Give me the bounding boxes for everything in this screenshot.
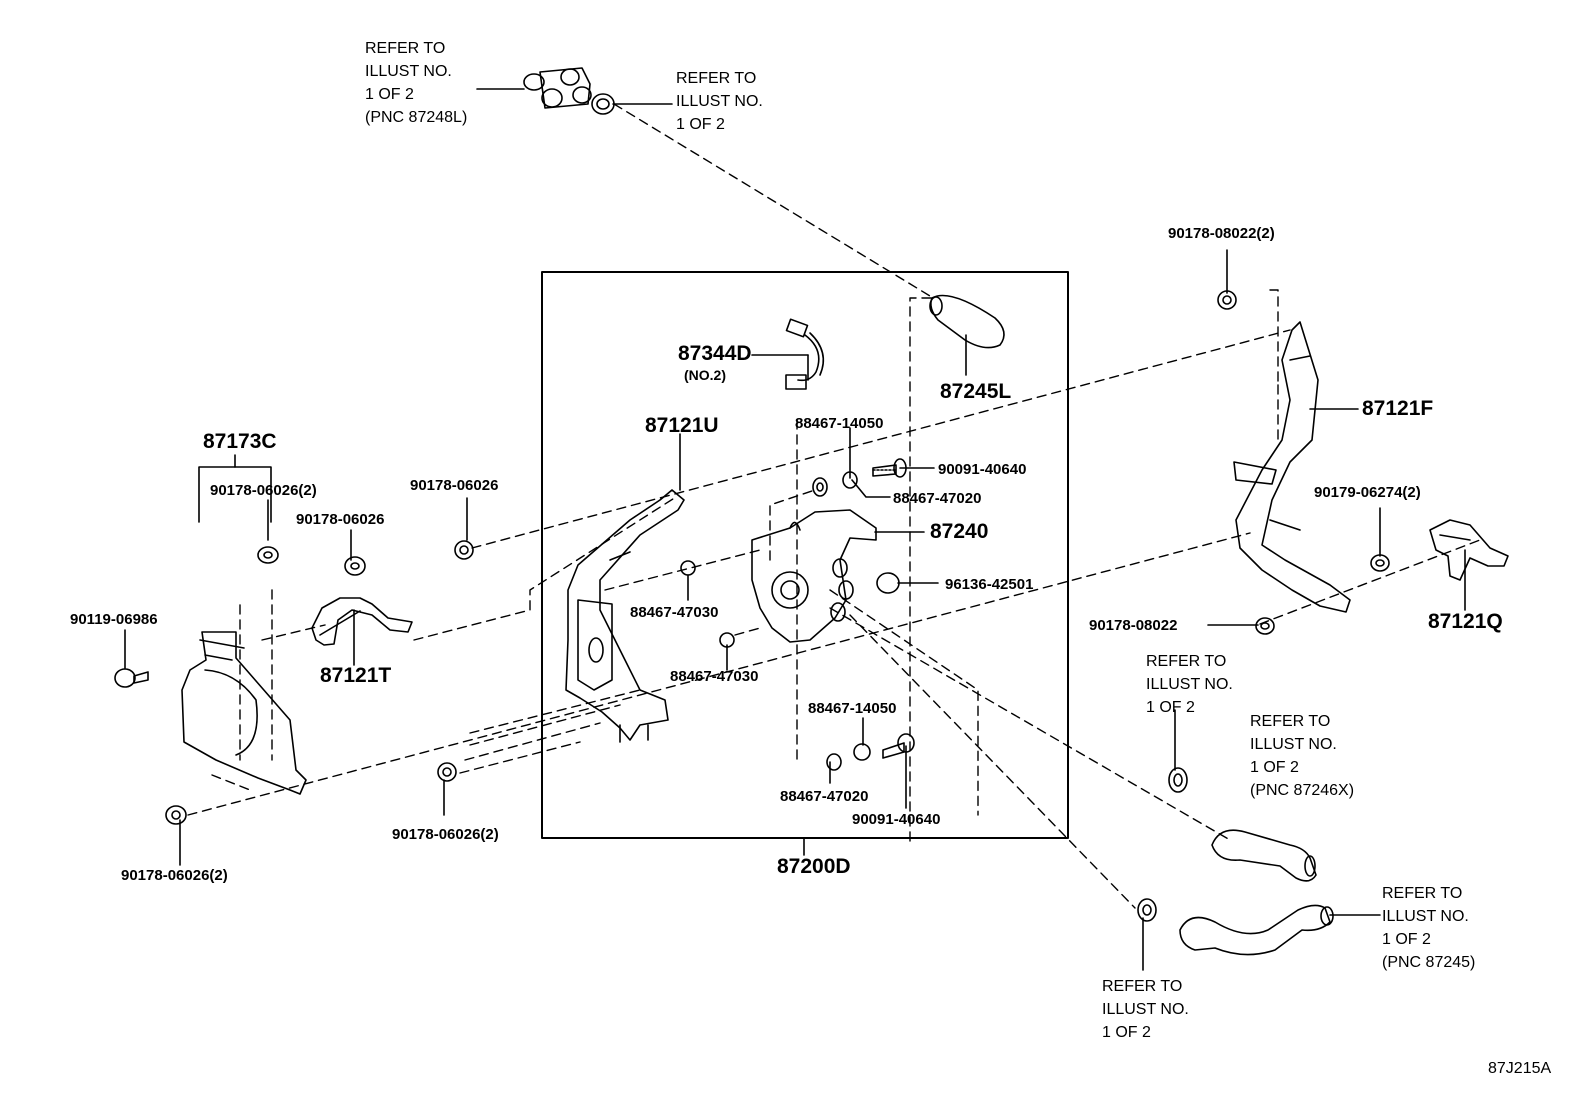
bracket-87121F-part [1233, 321, 1351, 613]
assembly-box [541, 271, 1069, 839]
hose-87246X-part [1211, 829, 1317, 882]
part-number-88467-47020-bottom: 88467-47020 [780, 788, 869, 805]
part-label-87121U: 87121U [645, 414, 719, 437]
part-number-88467-47020-top: 88467-47020 [893, 490, 982, 507]
part-number-90178-06026-2-bottom: 90178-06026(2) [121, 867, 228, 884]
part-label-87344D: 87344D [678, 342, 752, 365]
connector-87344D-part [785, 318, 825, 390]
part-number-90178-06026-mid: 90178-06026 [296, 511, 385, 528]
nut-parts-left [114, 540, 474, 825]
hose-87245L-part [929, 294, 1005, 349]
fastener-parts [680, 458, 915, 771]
part-number-88467-14050-top: 88467-14050 [795, 415, 884, 432]
part-number-90091-40640-top: 90091-40640 [938, 461, 1027, 478]
part-number-90119-06986: 90119-06986 [70, 611, 158, 628]
diagram-code: 87J215A [1488, 1060, 1552, 1077]
fitting-top-part [523, 67, 592, 109]
clamp-top-part [591, 93, 615, 115]
part-number-88467-47030-lower: 88467-47030 [670, 668, 759, 685]
part-number-90178-06026-top: 90178-06026 [410, 477, 499, 494]
part-number-90178-08022-2: 90178-08022(2) [1168, 225, 1275, 242]
part-number-88467-14050-bottom: 88467-14050 [808, 700, 897, 717]
cover-87173C-part [181, 631, 307, 795]
part-number-90178-06026-2-center: 90178-06026(2) [392, 826, 499, 843]
clamp-right-parts [1137, 767, 1188, 922]
part-number-90178-06026-2-top: 90178-06026(2) [210, 482, 317, 499]
part-number-90179-06274-2: 90179-06274(2) [1314, 484, 1421, 501]
bracket-87121U-part [565, 489, 685, 743]
valve-87240-part [751, 509, 877, 643]
part-label-87240: 87240 [930, 520, 989, 543]
part-number-90178-08022: 90178-08022 [1089, 617, 1178, 634]
part-label-87121Q: 87121Q [1428, 610, 1503, 633]
hose-87245-part [1179, 904, 1334, 956]
part-number-88467-47030-upper: 88467-47030 [630, 604, 719, 621]
part-label-87245L: 87245L [940, 380, 1012, 403]
part-label-87121T: 87121T [320, 664, 392, 687]
part-sublabel-87344D: (NO.2) [684, 367, 726, 383]
part-number-90091-40640-bottom: 90091-40640 [852, 811, 941, 828]
part-label-87121F: 87121F [1362, 397, 1434, 420]
part-label-87173C: 87173C [203, 430, 277, 453]
part-number-96136-42501: 96136-42501 [945, 576, 1034, 593]
bracket-87121Q-part [1429, 519, 1509, 581]
part-label-87200D: 87200D [777, 855, 851, 878]
bracket-87121T-part [311, 597, 413, 646]
